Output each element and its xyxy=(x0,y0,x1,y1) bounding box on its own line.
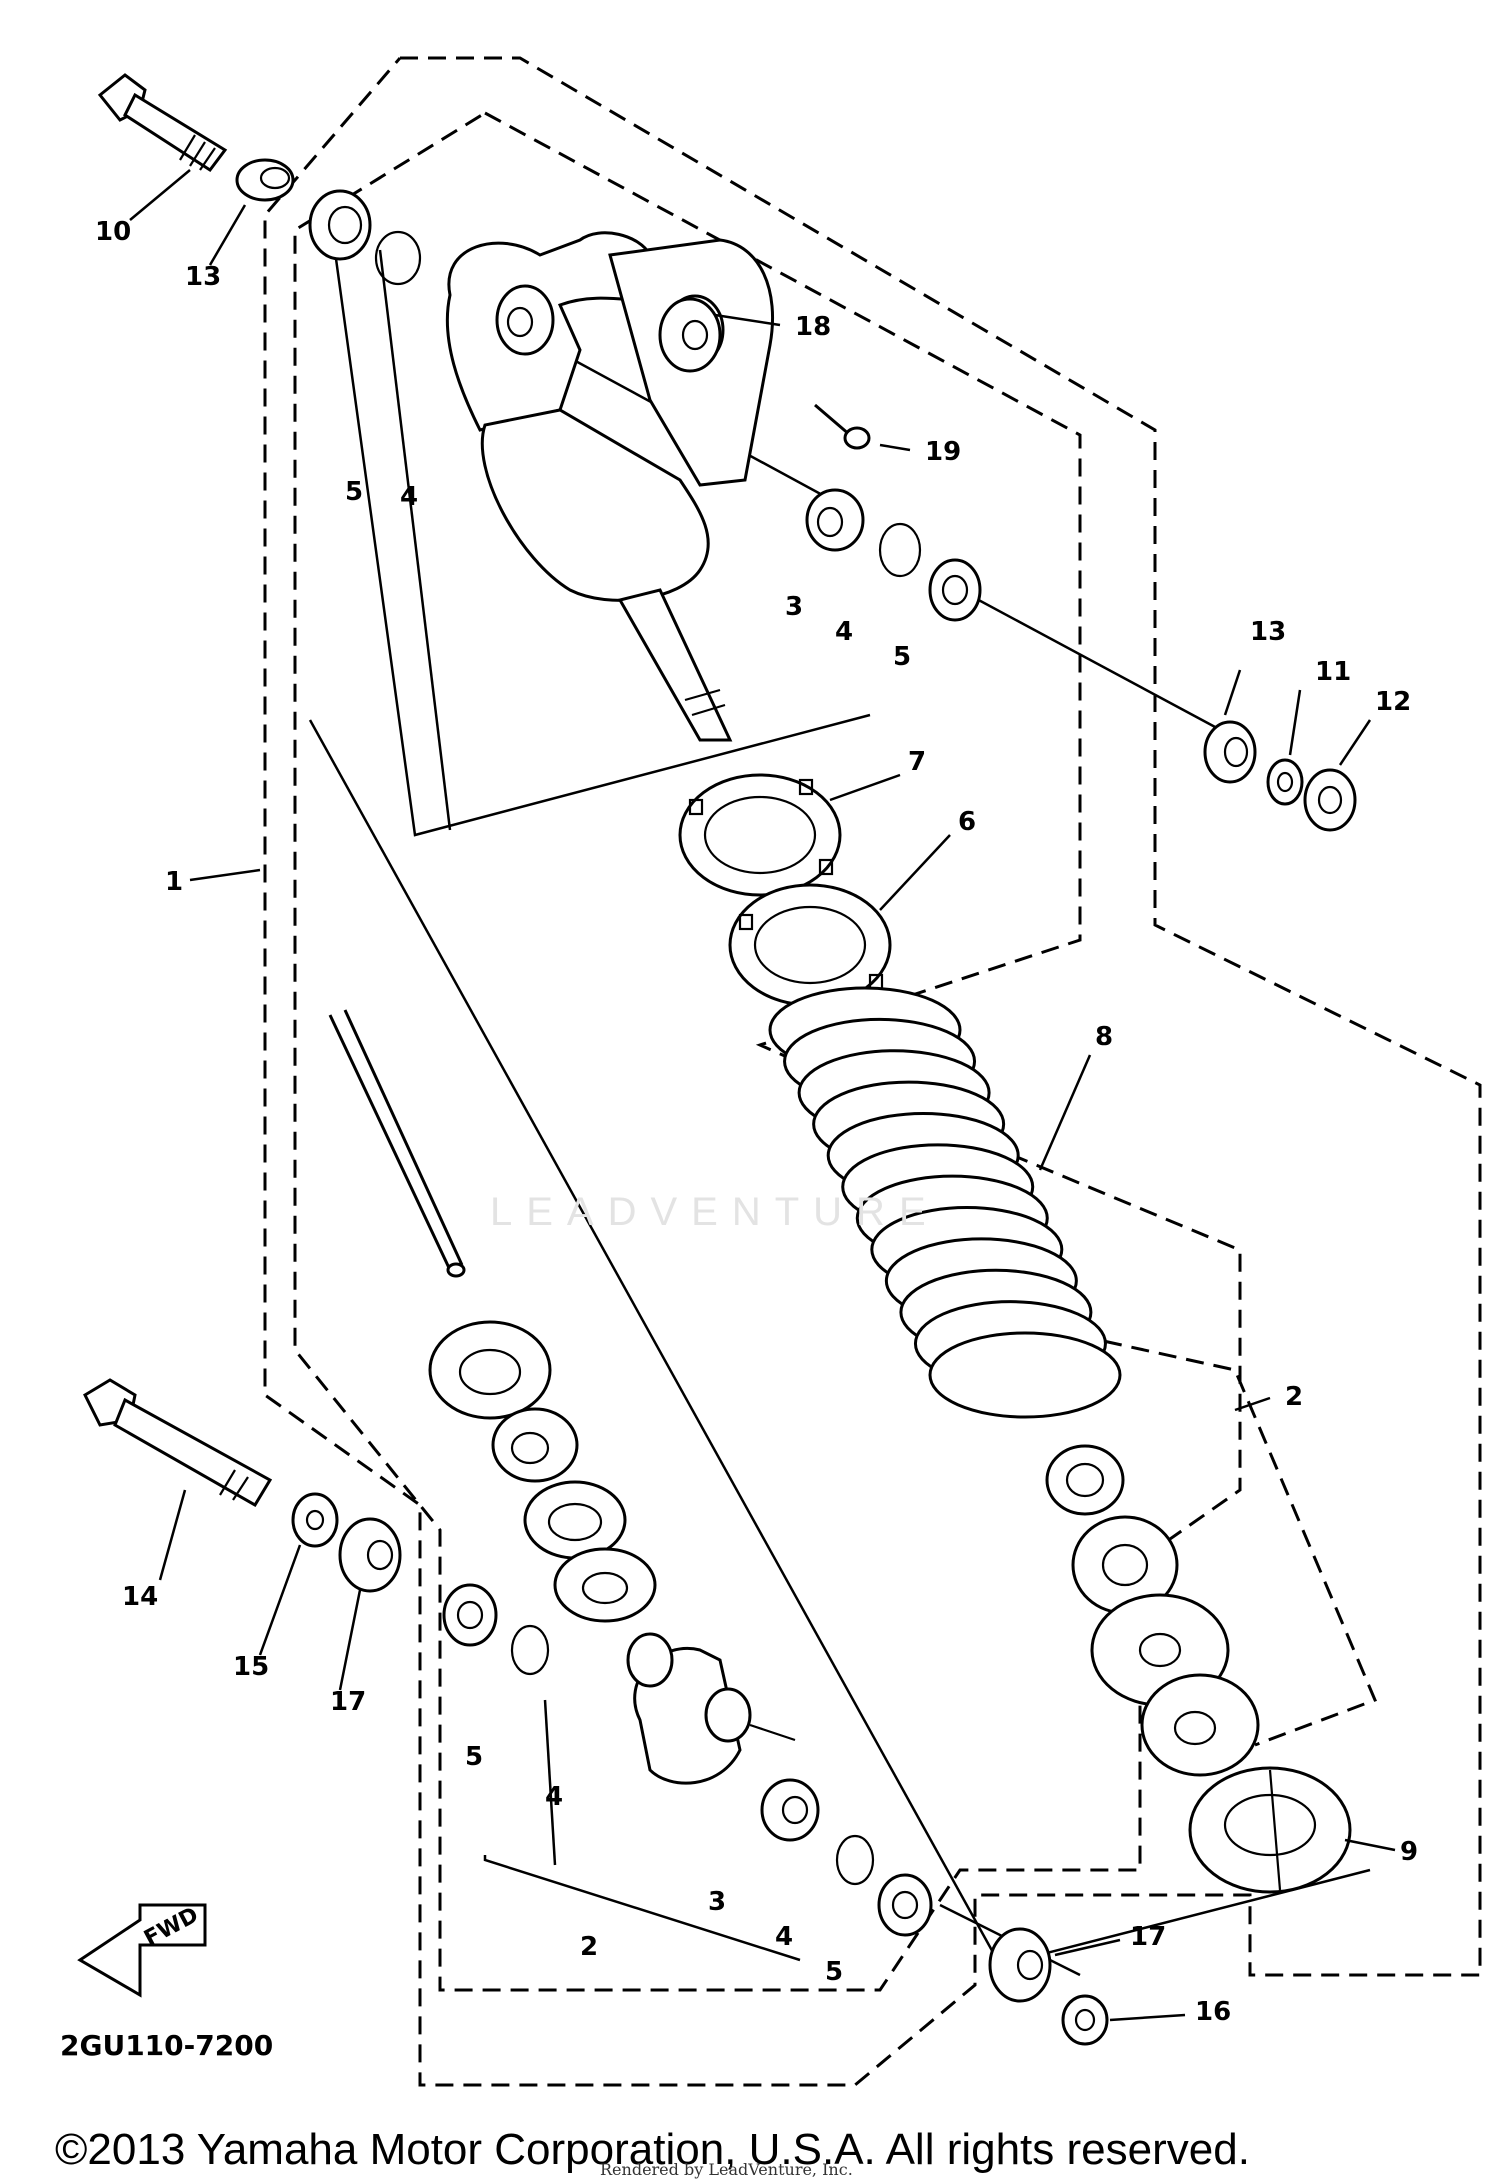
callout-4c: 4 xyxy=(545,1782,563,1812)
rendered-by-notice: Rendered by LeadVenture, Inc. xyxy=(600,2160,853,2179)
collar-part-13-top xyxy=(235,158,295,202)
callout-17b: 17 xyxy=(1130,1922,1166,1952)
callout-3b: 3 xyxy=(708,1887,726,1917)
callout-5d: 5 xyxy=(825,1957,843,1987)
callout-3a: 3 xyxy=(785,592,803,622)
circlip-part-4-top xyxy=(374,230,422,286)
collar-part-13-right xyxy=(1203,720,1257,784)
callout-2a: 2 xyxy=(1285,1382,1303,1412)
callout-5c: 5 xyxy=(465,1742,483,1772)
callout-19: 19 xyxy=(925,437,961,467)
seal-part-5-lower-left xyxy=(442,1583,498,1647)
seal-part-5-lower-right xyxy=(877,1873,933,1937)
callout-4a: 4 xyxy=(400,482,418,512)
collar-part-17-right xyxy=(988,1927,1052,2003)
callout-8: 8 xyxy=(1095,1022,1113,1052)
seal-part-5-top xyxy=(308,189,372,261)
push-rod xyxy=(328,1009,466,1278)
washer-part-15 xyxy=(291,1492,339,1548)
bushing-part-3-top xyxy=(805,488,865,552)
spring-part-8 xyxy=(768,986,1122,1419)
callout-10: 10 xyxy=(95,217,131,247)
diagram-code: 2GU110-7200 xyxy=(60,2029,273,2062)
fwd-arrow: FWD xyxy=(77,1903,207,1998)
callout-5b: 5 xyxy=(893,642,911,672)
bump-stop-stack-part-2 xyxy=(1045,1444,1260,1777)
callout-4b: 4 xyxy=(835,617,853,647)
bolt-part-10 xyxy=(97,73,228,173)
seal-part-5-right xyxy=(928,558,982,622)
callout-2b: 2 xyxy=(580,1932,598,1962)
spring-seat-part-9 xyxy=(1188,1766,1352,1894)
callout-5a: 5 xyxy=(345,477,363,507)
callout-6: 6 xyxy=(958,807,976,837)
watermark: LEADVENTURE xyxy=(490,1190,940,1234)
assembly-outline-inner xyxy=(293,111,1242,1992)
lower-clevis xyxy=(626,1632,820,1842)
washer-part-11 xyxy=(1266,758,1304,806)
bump-stopper-lower xyxy=(428,1320,657,1623)
callout-4d: 4 xyxy=(775,1922,793,1952)
collar-part-17-left xyxy=(338,1517,402,1593)
callout-1: 1 xyxy=(165,867,183,897)
adjuster-knob-part-18 xyxy=(658,297,781,373)
circlip-part-4-lower-right xyxy=(835,1834,875,1886)
callout-labels: 1 2 2 3 3 4 4 4 4 5 5 5 5 6 7 8 9 10 11 … xyxy=(95,217,1418,2027)
callout-12: 12 xyxy=(1375,687,1411,717)
nut-part-12 xyxy=(1303,768,1357,832)
circlip-part-4-lower-left xyxy=(510,1624,550,1676)
locknut-part-7 xyxy=(678,773,842,897)
callout-17a: 17 xyxy=(330,1687,366,1717)
circlip-part-4-right xyxy=(878,522,922,578)
callout-13a: 13 xyxy=(185,262,221,292)
screw-part-19 xyxy=(814,403,871,450)
bolt-part-14 xyxy=(83,1378,273,1508)
spring-coil xyxy=(928,1331,1122,1419)
copyright-notice: ©2013 Yamaha Motor Corporation, U.S.A. A… xyxy=(55,2125,1250,2174)
callout-13b: 13 xyxy=(1250,617,1286,647)
assembly-outline-1 xyxy=(263,56,1482,2087)
callout-15: 15 xyxy=(233,1652,269,1682)
callout-leaders xyxy=(129,169,1396,2022)
callout-7: 7 xyxy=(908,747,926,777)
callout-11: 11 xyxy=(1315,657,1351,687)
callout-18: 18 xyxy=(795,312,831,342)
shock-absorber-body xyxy=(445,231,775,742)
callout-9: 9 xyxy=(1400,1837,1418,1867)
callout-14: 14 xyxy=(122,1582,158,1612)
callout-16: 16 xyxy=(1195,1997,1231,2027)
nut-part-16 xyxy=(1061,1994,1109,2046)
